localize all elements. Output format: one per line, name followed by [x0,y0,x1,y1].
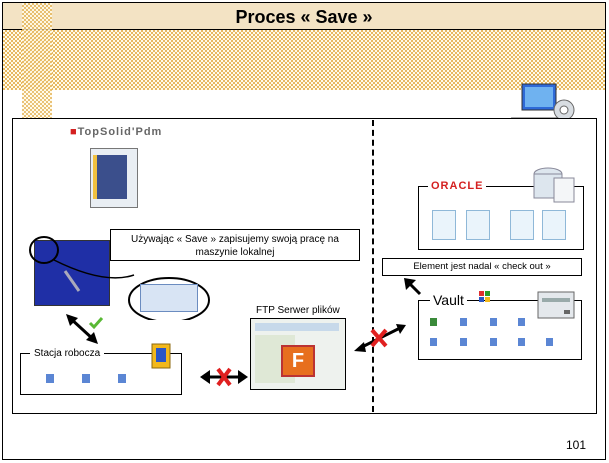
zoom-callout [29,236,210,320]
ftp-label: FTP Serwer plików [256,305,340,316]
file-icons-vault [430,318,553,346]
blocked-arrow-bottom [200,367,248,387]
check-icon [88,317,104,330]
workstation-screen [34,240,110,306]
puzzle-icon [479,291,490,302]
file-icon [510,210,534,240]
ftp-server-window: F [250,318,346,390]
folder-icon [151,343,171,369]
file-icon [542,210,566,240]
decorative-band [3,30,605,90]
double-arrow-icon [66,314,98,344]
logo-text: TopSolid'Pdm [77,126,163,138]
title-bar: Proces « Save » [3,3,605,30]
page-title: Proces « Save » [235,7,373,27]
file-icon [432,210,456,240]
app-screenshot [90,148,138,208]
checkout-note: Element jest nadal « check out » [382,258,582,276]
page-number: 101 [566,438,587,452]
blocked-arrow-middle [354,324,406,352]
file-icon [466,210,490,240]
filezilla-icon: F [281,345,315,377]
zoomed-toolbar [140,284,198,312]
save-note: Używając « Save » zapisujemy swoją pracę… [110,229,360,261]
oracle-label: ORACLE [428,180,487,192]
workstation-label: Stacja robocza [30,348,105,359]
divider-line [372,120,374,412]
arrow-icon [404,278,422,296]
vault-label: Vault [430,292,467,308]
database-icon [533,167,575,203]
logo: ■TopSolid'Pdm [70,126,163,138]
file-icons-workstation [46,374,126,383]
server-icon [537,291,575,319]
